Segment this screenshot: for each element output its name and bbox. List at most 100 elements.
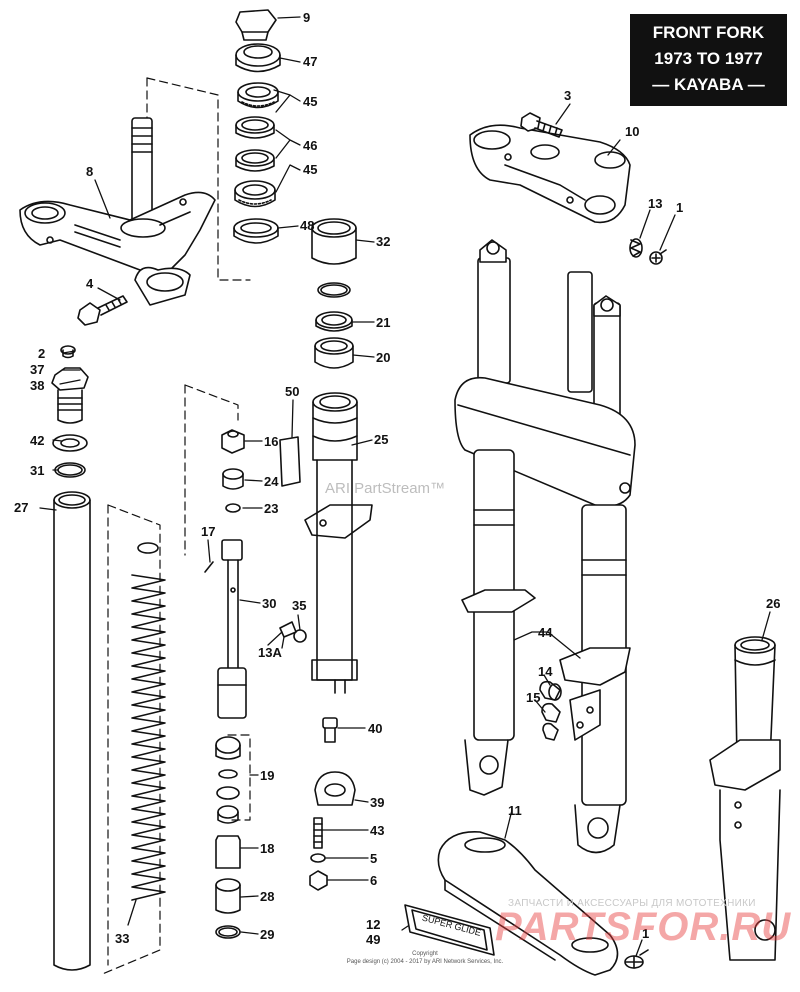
part-23-clip (225, 503, 241, 513)
title-box: FRONT FORK 1973 TO 1977 — KAYABA — (630, 14, 787, 106)
callout-46: 46 (303, 138, 317, 153)
part-11-fender-bracket (437, 831, 619, 976)
callout-28: 28 (260, 889, 274, 904)
callout-3: 3 (564, 88, 571, 103)
part-6-nut (309, 870, 328, 891)
part-5-washer (310, 853, 326, 863)
part-47-seal (235, 43, 281, 73)
callout-38: 38 (30, 378, 44, 393)
shop-watermark-brand: PARTSFOR.RU (495, 905, 792, 949)
part-1-screw-lower (624, 949, 649, 969)
callout-35: 35 (292, 598, 306, 613)
title-line-3: — KAYABA — (652, 75, 765, 94)
callout-13: 13 (648, 196, 662, 211)
part-18-piston (215, 835, 241, 869)
callout-37: 37 (30, 362, 44, 377)
callout-16: 16 (264, 434, 278, 449)
part-17-pin (204, 561, 214, 573)
leader-lines (39, 16, 771, 957)
part-19-valve-set (215, 736, 241, 824)
part-16-nut (221, 429, 245, 454)
callout-1-lower: 1 (642, 926, 649, 941)
ari-watermark: ARI PartStream™ (325, 480, 446, 497)
callout-47: 47 (303, 54, 317, 69)
callout-6: 6 (370, 873, 377, 888)
callout-numbers: 9 47 45 46 45 48 8 4 32 21 20 3 10 13 1 … (14, 10, 780, 947)
callout-50: 50 (285, 384, 299, 399)
callout-44: 44 (538, 625, 553, 640)
callout-26: 26 (766, 596, 780, 611)
part-29-snap-ring (215, 925, 241, 939)
callout-45-lower: 45 (303, 162, 317, 177)
part-8-lower-bracket (19, 117, 216, 306)
part-2-screw (60, 345, 76, 359)
part-45-bearing-lower (234, 180, 276, 208)
callout-18: 18 (260, 841, 274, 856)
part-1-screw-upper (649, 249, 667, 265)
callout-20: 20 (376, 350, 390, 365)
copyright-note: Copyright Page design (c) 2004 - 2017 by… (300, 950, 550, 966)
callout-11: 11 (508, 803, 522, 818)
callout-39: 39 (370, 795, 384, 810)
part-44-fork-assembly (454, 239, 636, 854)
callout-49: 49 (366, 932, 380, 947)
callout-5: 5 (370, 851, 377, 866)
callout-29: 29 (260, 927, 274, 942)
callout-33: 33 (115, 931, 129, 946)
callout-31: 31 (30, 463, 44, 478)
part-38-cap-plug (51, 367, 89, 424)
title-line-1: FRONT FORK (652, 23, 765, 42)
callout-9: 9 (303, 10, 310, 25)
part-32-cover (311, 218, 357, 265)
callout-4: 4 (86, 276, 94, 291)
callout-13a: 13A (258, 645, 282, 660)
callout-23: 23 (264, 501, 278, 516)
part-46-race-lower (235, 149, 275, 172)
callout-24: 24 (264, 474, 279, 489)
part-42-washer (52, 434, 88, 452)
part-9-stem-cap (235, 9, 277, 41)
callout-30: 30 (262, 596, 276, 611)
part-24-collar (222, 468, 244, 490)
part-4-pinch-bolt (77, 295, 128, 326)
title-line-2: 1973 TO 1977 (654, 49, 763, 68)
part-25-slider (304, 392, 373, 694)
callout-14: 14 (538, 664, 553, 679)
copyright-line-2: Page design (c) 2004 - 2017 by ARI Netwo… (346, 959, 504, 965)
callout-17: 17 (201, 524, 215, 539)
callout-8: 8 (86, 164, 93, 179)
part-40-bolt (322, 717, 338, 743)
part-39-clamp (314, 771, 356, 806)
callout-12: 12 (366, 917, 380, 932)
part-21-washer (315, 311, 353, 332)
part-50-plate (279, 436, 301, 487)
part-10-upper-bracket (469, 124, 631, 224)
callout-45-upper: 45 (303, 94, 317, 109)
callout-1-upper: 1 (676, 200, 683, 215)
part-46-race-upper (235, 116, 275, 139)
part-3-bolt (520, 112, 563, 138)
part-48-dust-shield (233, 218, 279, 244)
part-20-seal (314, 337, 354, 369)
part-30-damper-rod (217, 539, 247, 719)
shop-watermark-text: ЗАПЧАСТИ И АКСЕССУАРЫ ДЛЯ МОТОТЕХНИКИ (508, 898, 756, 909)
callout-2: 2 (38, 346, 45, 361)
part-26-slider-left (709, 636, 781, 961)
part-33-spring (131, 542, 166, 901)
part-27-fork-tube (53, 491, 91, 971)
callout-25: 25 (374, 432, 388, 447)
callout-27: 27 (14, 500, 28, 515)
callout-43: 43 (370, 823, 384, 838)
part-43-stud (313, 817, 323, 849)
callout-48: 48 (300, 218, 314, 233)
part-21-ring (317, 282, 351, 298)
part-31-o-ring (54, 462, 86, 478)
callout-42: 42 (30, 433, 44, 448)
callout-10: 10 (625, 124, 639, 139)
callout-21: 21 (376, 315, 390, 330)
callout-15: 15 (526, 690, 540, 705)
copyright-line-1: Copyright (412, 951, 438, 957)
part-45-bearing-upper (237, 82, 279, 109)
